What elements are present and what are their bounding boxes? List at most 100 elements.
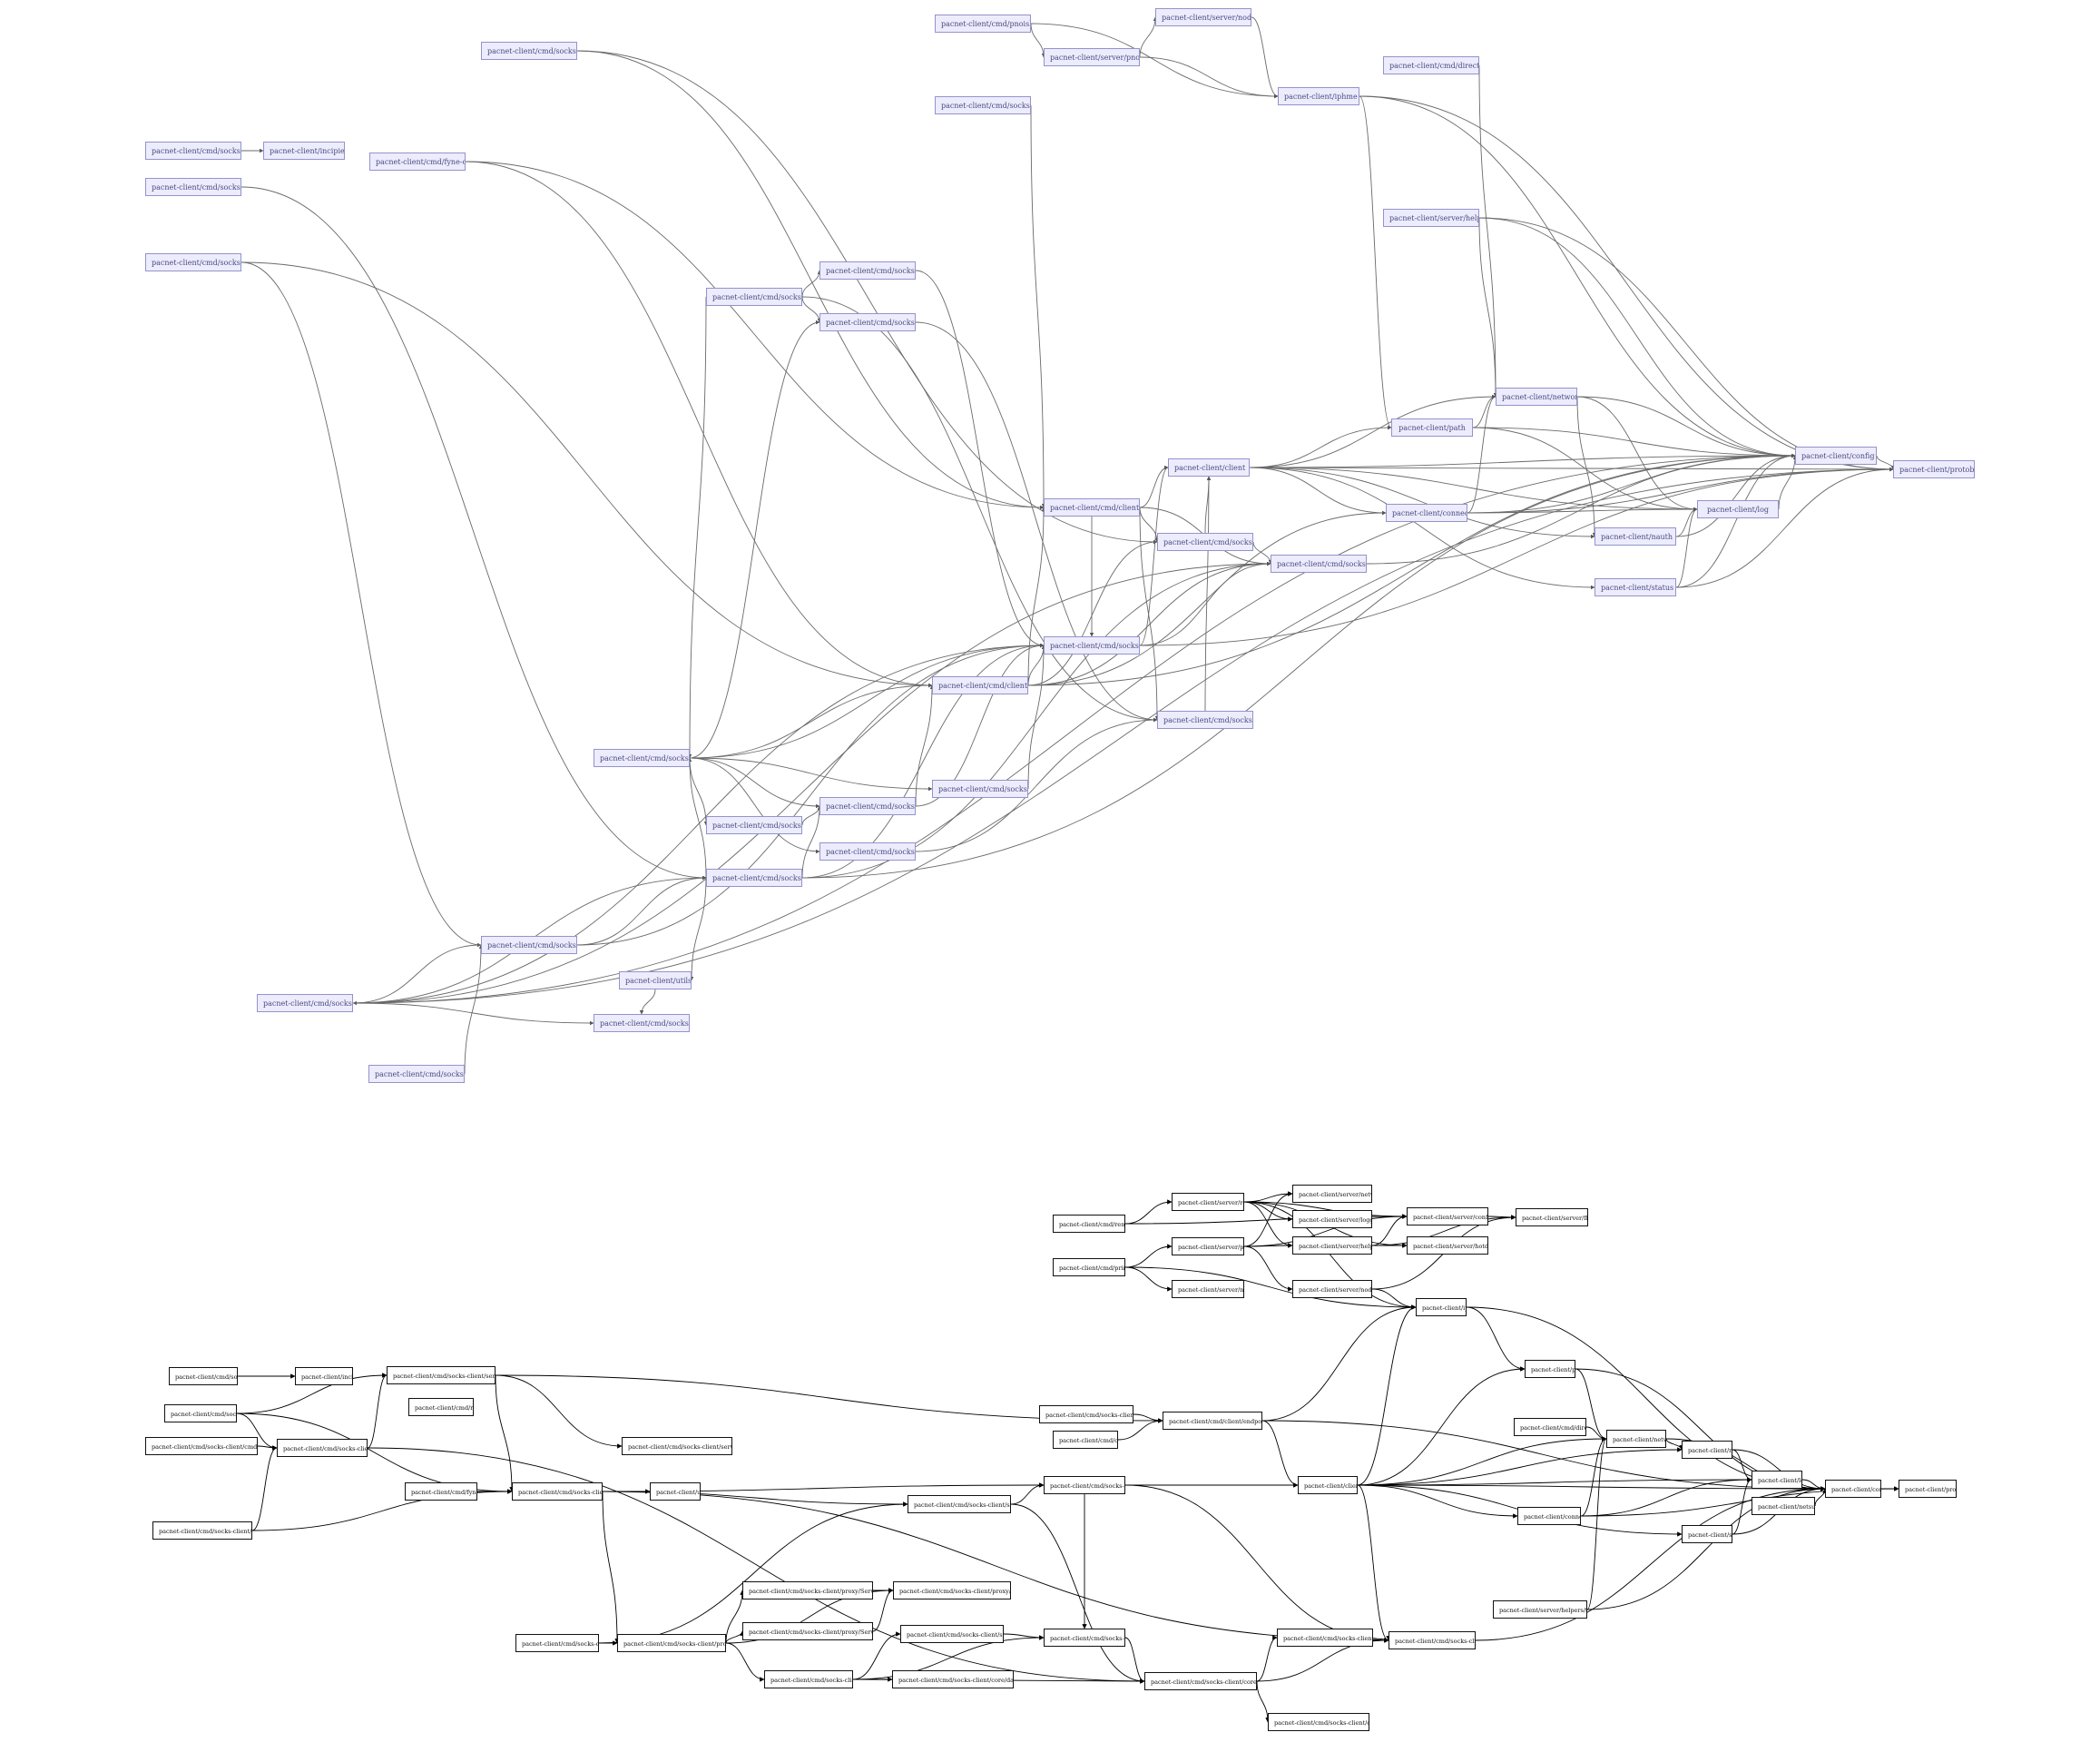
bottom-graph-node-b36[interactable]: pacnet-client/config — [1825, 1480, 1881, 1498]
bottom-graph-node-b16[interactable]: pacnet-client/cmd/socks-client/serverHan… — [387, 1366, 496, 1384]
top-graph-node-t30[interactable]: pacnet-client/cmd/client/s — [932, 676, 1028, 694]
top-graph-node-t20[interactable]: pacnet-client/protobuf — [1893, 460, 1975, 478]
bottom-graph-node-b45[interactable]: pacnet-client/cmd/socks-client/proxy/Ser… — [742, 1622, 873, 1640]
bottom-graph-node-b12[interactable]: pacnet-client/server/node — [1292, 1280, 1372, 1298]
top-graph-node-t24[interactable]: pacnet-client/log — [1697, 500, 1779, 518]
top-graph-node-t15[interactable]: pacnet-client/cmd/socks-c — [819, 261, 916, 280]
top-graph-node-t40[interactable]: pacnet-client/cmd/socks-c — [594, 1014, 690, 1032]
bottom-graph-node-b1[interactable]: pacnet-client/server/remote — [1172, 1193, 1244, 1211]
top-graph-node-t22[interactable]: pacnet-client/cmd/client/c — [1044, 498, 1140, 517]
bottom-graph-node-b41[interactable]: pacnet-client/netsupport — [1752, 1497, 1815, 1515]
top-graph-node-t38[interactable]: pacnet-client/utils — [619, 971, 692, 989]
bottom-graph-node-b13[interactable]: pacnet-client/iphme — [1416, 1298, 1467, 1316]
bottom-graph-node-b33[interactable]: pacnet-client/cmd/socks-client/socks — [1044, 1476, 1125, 1494]
bottom-graph-node-b37[interactable]: pacnet-client/protobuf — [1899, 1480, 1957, 1498]
top-graph-node-t36[interactable]: pacnet-client/cmd/socks-c — [819, 842, 916, 861]
bottom-graph-node-b32[interactable]: pacnet-client/utils — [650, 1482, 701, 1501]
top-graph-edge-t21-t19 — [1249, 453, 1796, 468]
top-graph-node-t32[interactable]: pacnet-client/cmd/socks-c — [594, 749, 690, 767]
top-graph-node-t1[interactable]: pacnet-client/cmd/socks-c — [481, 42, 577, 60]
top-graph-node-t18[interactable]: pacnet-client/path — [1391, 418, 1473, 437]
bottom-graph-node-b30[interactable]: pacnet-client/cmd/fyne-client — [405, 1482, 477, 1501]
top-graph-node-t14[interactable]: pacnet-client/cmd/socks-c — [706, 288, 802, 306]
top-graph-node-t8[interactable]: pacnet-client/cmd/socksbe — [145, 142, 241, 160]
top-graph-node-t42[interactable]: pacnet-client/cmd/socks-c — [368, 1065, 465, 1083]
bottom-graph-node-b39[interactable]: pacnet-client/connect — [1517, 1507, 1581, 1525]
bottom-graph-node-b14[interactable]: pacnet-client/cmd/socksfbe — [169, 1367, 238, 1385]
bottom-graph-node-b40[interactable]: pacnet-client/status — [1682, 1525, 1732, 1543]
top-graph-node-t41[interactable]: pacnet-client/cmd/socks-c — [257, 994, 353, 1012]
bottom-graph-node-b18[interactable]: pacnet-client/cmd/socks-client — [164, 1404, 237, 1422]
top-graph-node-t3[interactable]: pacnet-client/server/node — [1155, 8, 1251, 26]
top-graph-node-t26[interactable]: pacnet-client/nauth — [1595, 527, 1676, 546]
top-graph-node-t16[interactable]: pacnet-client/cmd/socks-c — [819, 313, 916, 331]
top-graph-node-t11[interactable]: pacnet-client/cmd/socks-c — [145, 178, 241, 196]
bottom-graph-node-b8[interactable]: pacnet-client/server/helpers — [1292, 1236, 1372, 1255]
top-graph-node-t6[interactable]: pacnet-client/iphme — [1278, 87, 1359, 105]
bottom-graph-node-b49[interactable]: pacnet-client/cmd/socks-client/utils — [1044, 1629, 1125, 1647]
bottom-graph-node-b7[interactable]: pacnet-client/server/printer — [1172, 1237, 1244, 1255]
top-graph-node-t34[interactable]: pacnet-client/cmd/socks-c — [819, 797, 916, 815]
bottom-graph-node-b50[interactable]: pacnet-client/cmd/socks-client/socks/log… — [1277, 1629, 1373, 1647]
bottom-graph-node-b53[interactable]: pacnet-client/cmd/socks-client/core/data… — [892, 1670, 1014, 1688]
top-graph-node-t35[interactable]: pacnet-client/cmd/socks-c — [932, 780, 1028, 798]
bottom-graph-node-b25[interactable]: pacnet-client/cmd/client — [1053, 1431, 1118, 1449]
top-graph-node-t13[interactable]: pacnet-client/server/helper — [1383, 209, 1479, 227]
bottom-graph-node-b28[interactable]: pacnet-client/nauth — [1682, 1441, 1732, 1459]
bottom-graph-node-b55[interactable]: pacnet-client/cmd/socks-client/core/util… — [1268, 1713, 1369, 1731]
bottom-graph-node-b20[interactable]: pacnet-client/cmd/socks-client/server — [277, 1439, 368, 1457]
top-graph-node-t10[interactable]: pacnet-client/cmd/fyne-cli — [369, 153, 466, 171]
bottom-graph-node-b48[interactable]: pacnet-client/cmd/socks-client/socks/htt… — [900, 1625, 1004, 1643]
bottom-graph-node-b9[interactable]: pacnet-client/server/hotdata — [1407, 1236, 1488, 1255]
bottom-graph-node-b42[interactable]: pacnet-client/cmd/socks-client/proxy/Ser… — [742, 1581, 873, 1599]
bottom-graph-node-b10[interactable]: pacnet-client/cmd/printer — [1053, 1258, 1125, 1276]
top-graph-node-t23[interactable]: pacnet-client/connect — [1386, 504, 1467, 522]
top-graph-node-t7[interactable]: pacnet-client/cmd/directns — [1383, 56, 1479, 74]
top-graph-edge-t5-t22 — [1030, 104, 1046, 508]
bottom-graph-node-b51[interactable]: pacnet-client/cmd/socks-client/config — [1389, 1631, 1476, 1649]
bottom-graph-node-b23[interactable]: pacnet-client/cmd/socks-client/crypto — [1039, 1405, 1133, 1423]
bottom-graph-node-b31[interactable]: pacnet-client/cmd/socks-client/proxy — [512, 1482, 603, 1501]
bottom-graph-node-b17[interactable]: pacnet-client/cmd/restrest — [408, 1398, 474, 1416]
top-graph-node-t4[interactable]: pacnet-client/server/pnois — [1044, 48, 1140, 66]
bottom-graph-node-b43[interactable]: pacnet-client/cmd/socks-client/proxy/Ser… — [893, 1581, 1011, 1599]
bottom-graph-node-b3[interactable]: pacnet-client/cmd/remote — [1053, 1215, 1125, 1233]
top-graph-node-t25[interactable]: pacnet-client/cmd/socks-c — [1157, 533, 1253, 551]
top-graph-node-t5[interactable]: pacnet-client/cmd/socks-c — [935, 96, 1031, 114]
top-graph-node-t12[interactable]: pacnet-client/cmd/socks-c — [145, 253, 241, 271]
bottom-graph-node-b5[interactable]: pacnet-client/server/config — [1407, 1207, 1488, 1225]
top-graph-node-t17[interactable]: pacnet-client/network — [1496, 388, 1577, 406]
bottom-graph-node-b2[interactable]: pacnet-client/server/netwatcher — [1292, 1185, 1372, 1203]
top-graph-node-t33[interactable]: pacnet-client/cmd/socks-c — [706, 816, 802, 834]
bottom-graph-node-b4[interactable]: pacnet-client/server/logger — [1292, 1210, 1372, 1228]
bottom-graph-node-b46[interactable]: pacnet-client/cmd/socks-client/cmd/gui — [515, 1634, 599, 1652]
bottom-graph-node-b15[interactable]: pacnet-client/incipient — [295, 1367, 353, 1385]
top-graph-node-t9[interactable]: pacnet-client/incipient — [263, 142, 345, 160]
bottom-graph-node-b22[interactable]: pacnet-client/path — [1525, 1360, 1575, 1378]
top-graph-node-t37[interactable]: pacnet-client/cmd/socks-c — [706, 869, 802, 887]
top-graph-node-t39[interactable]: pacnet-client/cmd/socks-c — [481, 936, 577, 954]
bottom-graph-edge-b1-b4 — [1243, 1201, 1293, 1222]
bottom-graph-node-b24[interactable]: pacnet-client/cmd/client/endpoint — [1163, 1412, 1262, 1430]
bottom-graph-node-b34[interactable]: pacnet-client/client — [1298, 1476, 1358, 1494]
bottom-graph-node-b19[interactable]: pacnet-client/cmd/socks-client/cmd/auth_… — [145, 1437, 258, 1455]
bottom-graph-node-b21[interactable]: pacnet-client/cmd/socks-client/server/co… — [622, 1437, 732, 1455]
bottom-graph-node-b27[interactable]: pacnet-client/network — [1606, 1430, 1666, 1448]
top-graph-node-t29[interactable]: pacnet-client/cmd/socks-c — [1157, 711, 1253, 729]
bottom-graph-node-b26[interactable]: pacnet-client/cmd/directns — [1514, 1418, 1586, 1436]
bottom-graph-node-b11[interactable]: pacnet-client/server/netstats — [1172, 1280, 1244, 1298]
bottom-graph-node-b29[interactable]: pacnet-client/cmd/socks-client/users — [152, 1521, 252, 1540]
bottom-graph-node-b38[interactable]: pacnet-client/cmd/socks-client/socks-cli… — [908, 1495, 1011, 1513]
top-graph-node-t31[interactable]: pacnet-client/cmd/socks-c — [1044, 636, 1140, 655]
bottom-graph-node-b35[interactable]: pacnet-client/log — [1752, 1471, 1802, 1489]
bottom-graph-node-b44[interactable]: pacnet-client/server/helpers/topology — [1493, 1600, 1587, 1619]
bottom-graph-node-b6[interactable]: pacnet-client/server/flags — [1516, 1208, 1588, 1226]
bottom-graph-node-b47[interactable]: pacnet-client/cmd/socks-client/proxy/Ser… — [617, 1634, 726, 1652]
top-graph-node-t21[interactable]: pacnet-client/client — [1168, 458, 1250, 477]
bottom-graph-node-b52[interactable]: pacnet-client/cmd/socks-client/core — [764, 1670, 853, 1688]
top-graph-node-t27[interactable]: pacnet-client/cmd/socks-c — [1271, 555, 1367, 573]
top-graph-node-t28[interactable]: pacnet-client/status — [1595, 578, 1676, 596]
top-graph-node-t19[interactable]: pacnet-client/config — [1795, 447, 1877, 465]
bottom-graph-node-b54[interactable]: pacnet-client/cmd/socks-client/core/tran… — [1144, 1672, 1257, 1690]
top-graph-node-t2[interactable]: pacnet-client/cmd/pnoisle — [935, 15, 1031, 33]
